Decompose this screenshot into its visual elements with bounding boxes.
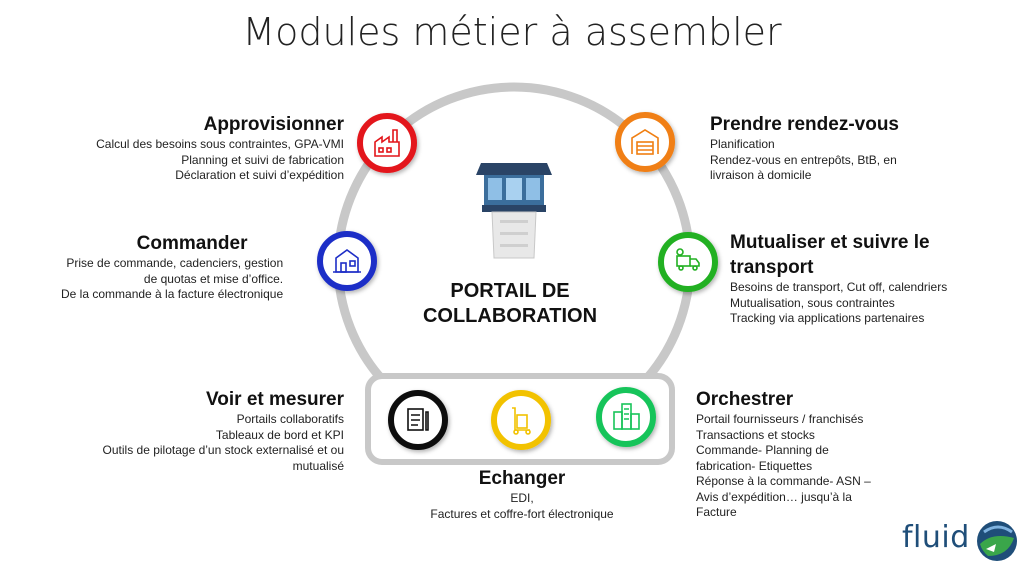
module-line: Tracking via applications partenaires [730, 311, 925, 325]
module-line: Portails collaboratifs [236, 412, 344, 426]
module-line: Calcul des besoins sous contraintes, GPA… [96, 137, 344, 151]
module-line: Réponse à la commande- ASN – [696, 474, 871, 488]
module-line: Planification [710, 137, 775, 151]
globe-icon [977, 521, 1017, 561]
hand-truck-icon [491, 390, 551, 450]
module-heading: Approvisionner [203, 114, 344, 135]
module-line: EDI, [510, 491, 534, 505]
module-transport: Mutualiser et suivre le transport Besoin… [730, 231, 947, 327]
page-title: Modules métier à assembler [242, 10, 782, 54]
module-line: Tableaux de bord et KPI [215, 427, 344, 442]
module-line: Transactions et stocks [696, 427, 815, 442]
module-approvisionner: Approvisionner Calcul des besoins sous c… [96, 113, 344, 184]
module-heading: Echanger [478, 468, 566, 489]
warehouse-icon [615, 112, 675, 172]
logo-text: fluid [902, 520, 970, 555]
module-commander: Commander Prise de commande, cadenciers,… [61, 232, 283, 303]
module-line: mutualisé [292, 458, 344, 473]
module-line: Planning et suivi de fabrication [181, 152, 344, 167]
module-line: Portail fournisseurs / franchisés [696, 412, 864, 426]
delivery-truck-icon [658, 232, 718, 292]
portal-label-line: COLLABORATION [422, 305, 598, 327]
module-line: de quotas et mise d’office. [143, 271, 284, 286]
module-orchestrer: Orchestrer Portail fournisseurs / franch… [696, 388, 871, 521]
module-line: livraison à domicile [710, 168, 812, 182]
store-icon [317, 231, 377, 291]
module-line: De la commande à la facture électronique [61, 287, 284, 301]
module-heading: Mutualiser et suivre le [730, 232, 930, 253]
portal-label-line: PORTAIL DE [450, 280, 570, 302]
fluid-logo: fluid [902, 518, 1022, 564]
module-line: Prise de commande, cadenciers, gestion [66, 256, 284, 270]
dashboard-icon [388, 390, 448, 450]
module-echanger: Echanger EDI, Factures et coffre-fort él… [392, 467, 652, 522]
module-line: Facture [696, 505, 737, 519]
control-tower-image [476, 163, 552, 259]
module-line: Déclaration et suivi d’expédition [175, 168, 344, 182]
buildings-icon [596, 387, 656, 447]
module-prendre-rdv: Prendre rendez-vous Planification Rendez… [710, 113, 899, 184]
module-line: Avis d’expédition… jusqu’à la [696, 489, 852, 504]
module-heading: Prendre rendez-vous [710, 114, 899, 135]
module-heading: Commander [136, 233, 248, 254]
module-heading: transport [730, 257, 814, 278]
module-line: Outils de pilotage d’un stock externalis… [102, 443, 344, 457]
module-heading: Orchestrer [696, 389, 794, 410]
module-line: Commande- Planning de [696, 443, 829, 457]
module-voir-mesurer: Voir et mesurer Portails collaboratifs T… [74, 388, 344, 474]
module-line: Mutualisation, sous contraintes [730, 295, 895, 310]
module-line: Rendez-vous en entrepôts, BtB, en [710, 152, 897, 167]
factory-icon [357, 113, 417, 173]
module-heading: Voir et mesurer [206, 389, 344, 410]
module-line: fabrication- Etiquettes [696, 458, 813, 473]
portal-label: PORTAIL DE COLLABORATION [400, 279, 620, 329]
module-line: Besoins de transport, Cut off, calendrie… [730, 280, 948, 294]
module-line: Factures et coffre-fort électronique [430, 506, 614, 521]
